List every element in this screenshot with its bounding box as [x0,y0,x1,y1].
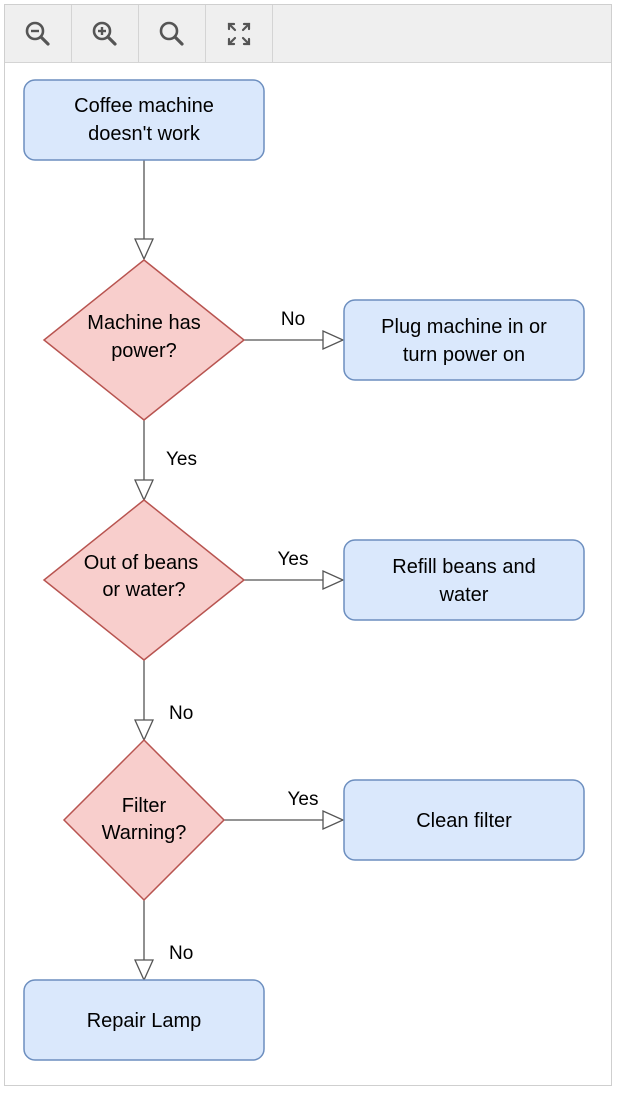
zoom-out-icon [25,21,50,46]
diagram-viewer: No Yes Yes No Yes No Coffee machine does… [4,4,612,1086]
node-start[interactable]: Coffee machine doesn't work [23,79,265,161]
arrowhead [133,479,155,502]
node-power-line2: power? [111,340,177,362]
arrowhead [322,569,345,591]
node-decision-filter[interactable]: Filter Warning? [62,738,226,902]
edge-label-filter-yes: Yes [288,789,319,810]
node-refill-line2: water [439,584,489,606]
node-beans-line2: or water? [102,579,185,601]
node-beans-line1: Out of beans [84,552,199,574]
arrowhead [133,238,155,261]
zoom-reset-button[interactable] [139,5,206,62]
node-plug-line1: Plug machine in or [381,316,547,338]
edge-label-beans-yes: Yes [278,549,309,570]
node-filter-line1: Filter [122,795,167,817]
node-decision-beans[interactable]: Out of beans or water? [42,499,246,661]
edge-label-power-yes: Yes [166,449,197,470]
arrowhead [133,959,155,982]
node-plug[interactable]: Plug machine in or turn power on [343,299,585,381]
node-filter-line2: Warning? [102,822,187,844]
toolbar [5,5,611,63]
node-repair[interactable]: Repair Lamp [23,979,265,1061]
fit-button[interactable] [206,5,273,62]
node-clean[interactable]: Clean filter [343,779,585,861]
node-refill[interactable]: Refill beans and water [343,539,585,621]
edge-label-filter-no: No [169,943,193,964]
zoom-in-button[interactable] [72,5,139,62]
zoom-in-icon [92,21,117,46]
arrowhead [322,809,345,831]
node-clean-line1: Clean filter [416,810,512,832]
edge-label-beans-no: No [169,703,193,724]
node-decision-power[interactable]: Machine has power? [42,259,246,421]
zoom-reset-icon [159,21,184,46]
node-start-line2: doesn't work [88,123,201,145]
node-refill-line1: Refill beans and [392,556,535,578]
arrowhead [322,329,345,351]
arrowhead [133,719,155,742]
node-power-line1: Machine has [87,312,200,334]
edge-label-power-no: No [281,309,305,330]
node-plug-line2: turn power on [403,344,525,366]
zoom-out-button[interactable] [5,5,72,62]
node-start-line1: Coffee machine [74,95,214,117]
node-repair-line1: Repair Lamp [87,1010,202,1032]
edges [133,160,345,982]
fit-icon [227,22,251,45]
